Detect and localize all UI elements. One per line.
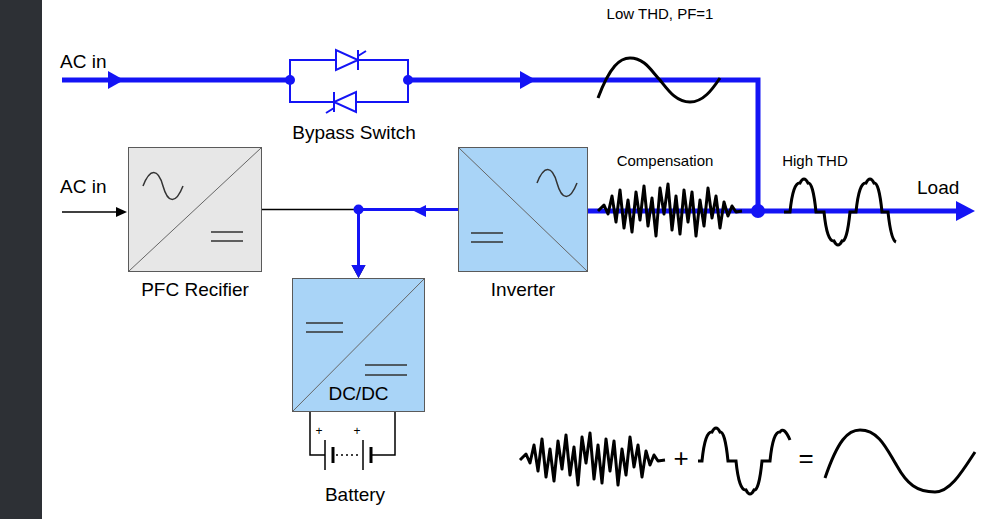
diagram-label: Low THD, PF=1 (607, 5, 714, 22)
connector-line (310, 412, 395, 428)
input-arrow (116, 207, 127, 217)
battery-wire (310, 428, 395, 455)
diagram-label: Load (917, 177, 959, 199)
connector (352, 210, 459, 279)
divider-line (293, 279, 424, 411)
node-label: PFC Recifier (141, 279, 249, 301)
flow-arrow (108, 71, 124, 89)
box-outline: DC/DC (292, 278, 425, 412)
thyristor-symbol (334, 92, 356, 112)
dc-symbol (471, 233, 503, 242)
bypass-switch (284, 50, 424, 114)
sine-wave (825, 430, 975, 492)
connector (310, 412, 395, 428)
divider-line (129, 148, 261, 271)
junction-dot (354, 205, 364, 215)
junction-dot (751, 204, 765, 218)
node-label: Inverter (491, 279, 555, 301)
dc-symbol (306, 323, 343, 332)
battery-plate (325, 440, 363, 470)
load-arrow (956, 201, 975, 221)
connector-line (262, 210, 359, 269)
distorted-wave (784, 179, 896, 245)
node-label: Battery (325, 484, 385, 506)
junction-dot (285, 75, 295, 85)
junction-dot (403, 75, 413, 85)
diagram-label: + (315, 425, 322, 439)
converter-box: DC/DC (292, 278, 425, 412)
compensation-wave (520, 433, 665, 485)
box-outline (458, 147, 588, 272)
arrow-head (352, 265, 366, 278)
diagram-label: + (673, 444, 688, 474)
thyristor-symbol (336, 50, 358, 70)
diagram-label: + (353, 425, 360, 439)
diagram-label: Compensation (617, 152, 714, 169)
box-symbols (459, 148, 587, 271)
diagram-label: AC in (60, 176, 106, 198)
symbol-area (284, 50, 424, 114)
node-label: DC/DC (293, 383, 424, 405)
input-wire (62, 211, 118, 213)
dc-symbol (211, 232, 243, 241)
flow-arrow (520, 71, 536, 89)
output-line (588, 209, 958, 214)
battery-link (336, 454, 360, 456)
arrow-head (352, 265, 366, 278)
battery-symbol: Battery (300, 428, 410, 506)
inverter-box: Inverter (458, 147, 588, 301)
connector (262, 210, 366, 279)
connector-line (359, 210, 459, 269)
thyristor-gate (358, 50, 366, 70)
divider-line (459, 148, 587, 271)
dark-margin (0, 0, 42, 519)
sine-wave (598, 58, 720, 102)
bypass-switch: Bypass Switch (284, 50, 424, 144)
box-symbols (129, 148, 261, 271)
distorted-wave (698, 428, 790, 494)
diagram-label: = (798, 444, 813, 474)
diagram-label: AC in (60, 51, 106, 73)
rectifier-box: PFC Recifier (128, 147, 262, 301)
thyristor-gate (326, 92, 334, 113)
box-outline (128, 147, 262, 272)
compensation-wave (598, 184, 742, 236)
battery-plate (333, 447, 371, 463)
diagram-label: High THD (782, 152, 848, 169)
dc-symbol (365, 365, 407, 375)
ac-symbol (143, 173, 183, 200)
ac-symbol (537, 170, 577, 197)
node-label: Bypass Switch (292, 122, 416, 144)
